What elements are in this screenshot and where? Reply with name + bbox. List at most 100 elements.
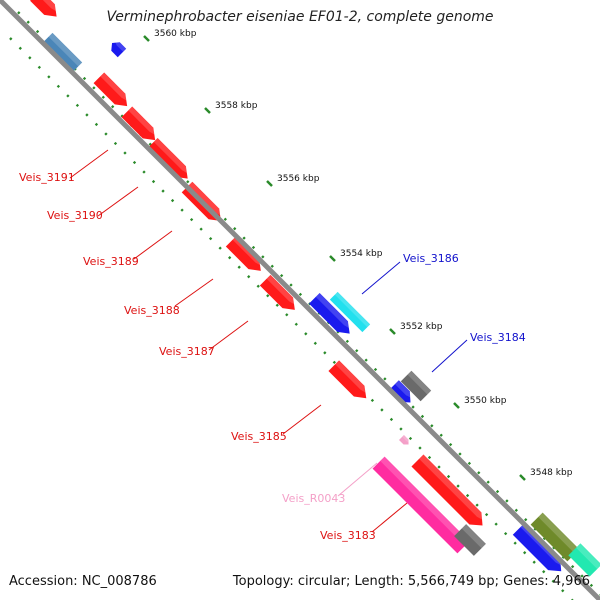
scale-dot (448, 442, 453, 447)
scale-dot (561, 589, 565, 593)
gene-label-connector (97, 186, 139, 217)
gene-label-connector (69, 149, 109, 179)
gene-arrow (309, 293, 353, 334)
gene-arrow-highlight (538, 512, 580, 554)
gene-arrow-highlight (380, 456, 470, 546)
scale-dot (514, 508, 518, 512)
gene-arrow-highlight (394, 380, 414, 400)
scale-dot (458, 452, 462, 456)
scale-dot (570, 564, 575, 569)
gene-arrow-highlight (36, 0, 60, 14)
scale-dot (380, 408, 384, 412)
gene-label: Veis_3183 (320, 529, 376, 542)
gene-arrow-highlight (419, 454, 487, 522)
scale-dot (505, 499, 509, 503)
scale-dot (503, 531, 508, 536)
scale-dot (142, 170, 146, 174)
gene-arrow (372, 456, 470, 554)
gene-arrow (454, 524, 486, 556)
gene-arrow-highlight (402, 435, 411, 444)
scale-tick-label: 3558 kbp (215, 101, 258, 111)
scale-dot (373, 367, 378, 372)
gene-label-connector (174, 278, 214, 307)
gene-arrow (411, 454, 487, 526)
scale-tick (329, 255, 336, 262)
scale-dot (298, 292, 303, 297)
scale-tick-label: 3548 kbp (530, 468, 573, 478)
gene-arrow-highlight (315, 293, 353, 331)
gene-arrow-highlight (461, 524, 486, 549)
gene-label-connector (371, 502, 408, 533)
scale-tick (519, 474, 526, 481)
gene-arrow (41, 32, 83, 74)
gene-arrow (111, 40, 127, 58)
gene-arrow-highlight (114, 40, 127, 52)
scale-dot (82, 76, 87, 81)
scale-dot (494, 522, 498, 526)
scale-dot (439, 433, 443, 437)
scale-dot (332, 360, 336, 364)
gene-arrow-body (372, 456, 470, 554)
scale-dot (465, 493, 470, 498)
scale-dot (437, 465, 441, 469)
gene-label-connector (337, 462, 378, 497)
scale-dot (456, 484, 460, 488)
gene-arrow-highlight (48, 33, 82, 67)
scale-dot (28, 56, 32, 60)
scale-dot (189, 217, 194, 222)
scale-dot (364, 358, 368, 362)
scale-dot (251, 245, 256, 250)
scale-dot (411, 405, 415, 409)
scale-dot (270, 264, 274, 268)
scale-dot (233, 227, 237, 231)
gene-label: Veis_3187 (159, 345, 215, 358)
scale-dot (430, 424, 434, 428)
scale-dot (208, 236, 213, 241)
gene-arrow-body (512, 522, 562, 572)
scale-dot (170, 198, 175, 203)
scale-dot (427, 455, 432, 460)
map-title: Verminephrobacter eiseniae EF01-2, compl… (106, 9, 494, 25)
scale-dot (94, 122, 99, 127)
scale-tick-label: 3560 kbp (154, 29, 197, 39)
scale-dot (495, 489, 500, 494)
scale-dot (408, 436, 413, 441)
scale-dot (151, 179, 156, 184)
scale-dot (148, 142, 152, 146)
scale-dot (383, 377, 387, 381)
gene-arrow-highlight (407, 370, 432, 395)
gene-arrow-body (400, 370, 432, 402)
scale-dot (266, 294, 270, 298)
gene-label-connector (282, 404, 322, 435)
gene-arrow-body (30, 0, 57, 17)
scale-dot (580, 574, 584, 578)
scale-dot (37, 65, 41, 69)
gene-arrow-highlight (128, 106, 159, 137)
gene-arrow (388, 380, 414, 403)
gene-arrow-body (121, 106, 156, 141)
gene-arrow-body (328, 360, 367, 399)
scale-dot (111, 105, 115, 109)
gene-arrow-body (454, 524, 486, 556)
gene-arrow (121, 106, 159, 141)
scale-dot (275, 303, 279, 307)
gene-label-connector (361, 261, 401, 295)
gene-arrow-body (309, 293, 350, 334)
scale-tick (143, 35, 150, 42)
scale-dot (35, 29, 40, 34)
scale-dot (261, 255, 265, 259)
scale-dot (389, 417, 394, 422)
scale-dot (289, 283, 293, 287)
gene-arrow (398, 434, 411, 445)
accession-text: Accession: NC_008786 (9, 574, 157, 589)
gene-label: Veis_3186 (403, 252, 459, 265)
scale-dot (313, 341, 317, 345)
gene-arrow-body (398, 434, 409, 445)
gene-label-connector (208, 320, 249, 351)
gene-label-connector (431, 339, 468, 373)
genome-info-text: Topology: circular; Length: 5,566,749 bp… (232, 574, 590, 589)
gene-arrow-body (41, 32, 83, 74)
gene-arrow-body (111, 42, 127, 58)
